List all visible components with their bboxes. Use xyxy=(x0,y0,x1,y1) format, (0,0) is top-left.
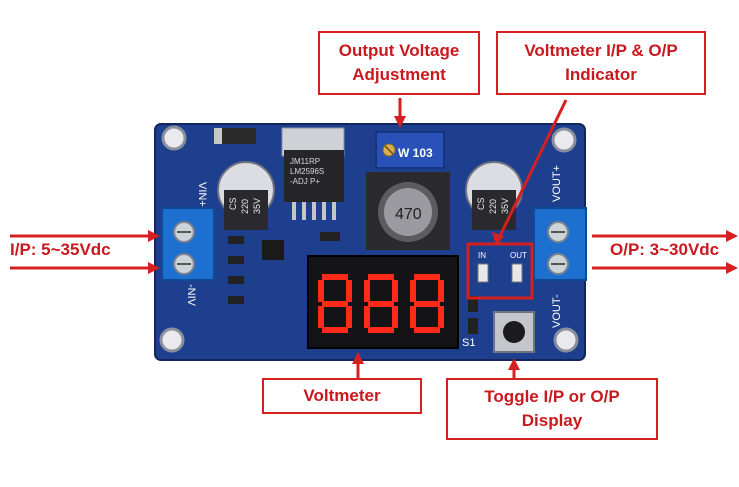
ic-label: JM11RP xyxy=(290,157,320,166)
capacitor-label: CS xyxy=(228,197,238,210)
input-terminal xyxy=(161,207,215,281)
capacitor-label: 220 xyxy=(240,199,250,214)
switch-label: S1 xyxy=(462,337,475,349)
callout-line: Voltmeter xyxy=(303,386,381,405)
potentiometer: W 103 xyxy=(375,131,445,169)
ic-label: LM2596S xyxy=(290,167,324,176)
mounting-hole xyxy=(161,125,187,151)
smd-resistor xyxy=(228,276,244,284)
led-in-label: IN xyxy=(478,251,486,260)
mounting-hole xyxy=(551,127,577,153)
callout-line: Toggle I/P or O/P xyxy=(484,387,620,406)
output-voltage-label: O/P: 3~30Vdc xyxy=(610,240,720,259)
voltmeter-callout: Voltmeter xyxy=(262,378,422,414)
smd-resistor xyxy=(228,296,244,304)
smd-resistor xyxy=(320,232,340,241)
vin-plus-label: VIN+ xyxy=(196,182,208,207)
toggle-callout: Toggle I/P or O/P Display xyxy=(446,378,658,440)
mounting-hole xyxy=(159,327,185,353)
voltmeter-display xyxy=(307,255,459,349)
callout-line: Display xyxy=(521,411,583,430)
ic-label: -ADJ P+ xyxy=(290,177,320,186)
diode xyxy=(214,128,256,144)
capacitor-label: 35V xyxy=(252,198,262,214)
callout-line: Voltmeter I/P & O/P xyxy=(524,41,678,60)
capacitor-label: CS xyxy=(476,197,486,210)
capacitor-right: CS 220 35V xyxy=(465,161,523,230)
indicator-pointer xyxy=(498,99,568,237)
smd-resistor xyxy=(468,318,478,334)
smd-resistor xyxy=(468,296,478,312)
potentiometer-label: W 103 xyxy=(398,146,433,160)
input-voltage-label: I/P: 5~35Vdc xyxy=(10,240,111,259)
inductor: 470 xyxy=(366,172,450,250)
capacitor-label: 220 xyxy=(488,199,498,214)
smd-resistor xyxy=(228,256,244,264)
callout-line: Adjustment xyxy=(352,65,446,84)
transistor xyxy=(262,240,284,260)
output-terminal xyxy=(533,207,587,281)
mounting-hole xyxy=(553,327,579,353)
regulator-ic: JM11RP LM2596S -ADJ P+ xyxy=(281,127,345,220)
output-voltage-adjust-callout: Output Voltage Adjustment xyxy=(318,31,480,95)
toggle-switch xyxy=(493,311,535,353)
capacitor-left: CS 220 35V xyxy=(217,161,275,230)
callout-line: Output Voltage xyxy=(338,41,460,60)
led-out-label: OUT xyxy=(510,251,527,260)
vin-minus-label: -NIV xyxy=(185,284,197,307)
vout-plus-label: VOUT+ xyxy=(551,165,563,202)
smd-resistor xyxy=(228,236,244,244)
vout-minus-label: VOUT- xyxy=(551,294,563,328)
inductor-label: 470 xyxy=(395,206,422,223)
callout-line: Indicator xyxy=(565,65,637,84)
indicator-callout: Voltmeter I/P & O/P Indicator xyxy=(496,31,706,95)
led-indicator: IN OUT xyxy=(466,242,534,300)
capacitor-label: 35V xyxy=(500,198,510,214)
